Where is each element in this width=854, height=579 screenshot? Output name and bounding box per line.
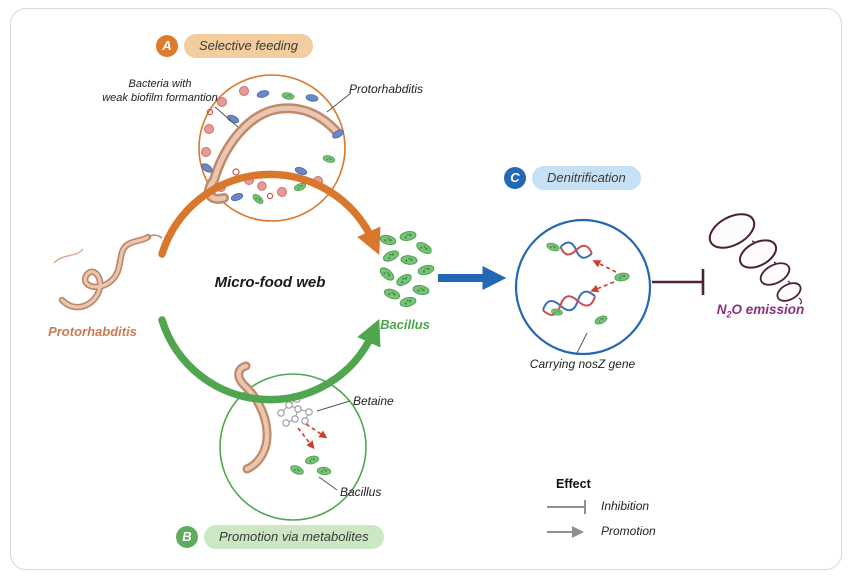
n2o-emission-label: N2O emission <box>703 302 818 320</box>
inhibition-connector <box>652 269 705 295</box>
panel-b-title: Promotion via metabolites <box>204 525 384 549</box>
legend-inhibition-symbol <box>547 500 586 514</box>
bacillus-center-label: Bacillus <box>380 317 430 332</box>
biofilm-label-line1: Bacteria with <box>128 78 192 90</box>
nematode-bottom-illustration <box>234 361 272 474</box>
selective-feeding-arc <box>158 170 381 258</box>
dna-illustration <box>542 241 597 316</box>
legend-promotion-label: Promotion <box>601 524 656 538</box>
legend-inhibition-label: Inhibition <box>601 499 650 513</box>
nematode-left-illustration <box>53 233 163 311</box>
promotion-arc <box>158 316 381 404</box>
panel-a-badge: A <box>156 35 178 57</box>
nosz-arrows <box>590 260 617 293</box>
n2o-subscript: 2 <box>726 309 732 320</box>
betaine-label: Betaine <box>353 394 394 408</box>
metabolite-arrows <box>297 423 328 450</box>
micro-food-web-label: Micro-food web <box>214 274 326 291</box>
legend-title: Effect <box>556 477 591 491</box>
n2o-rest: O emission <box>731 302 805 317</box>
betaine-molecule-illustration <box>277 395 313 427</box>
biofilm-bacteria-label: Bacteria with weak biofilm formantion <box>78 78 242 105</box>
panel-c-title: Denitrification <box>532 166 641 190</box>
protorhabditis-top-label: Protorhabditis <box>349 82 424 96</box>
protorhabditis-left-label: Protorhabditis <box>48 324 137 339</box>
nosz-gene-label: Carrying nosZ gene <box>529 357 636 371</box>
denitrification-circle-illustration <box>514 218 652 356</box>
panel-b-badge: B <box>176 526 198 548</box>
annotation-lines <box>214 92 588 491</box>
panel-c-badge: C <box>504 167 526 189</box>
bacillus-bottom-label: Bacillus <box>340 485 382 499</box>
metabolite-circle-illustration <box>219 361 367 521</box>
n2o-n: N <box>716 302 727 317</box>
biofilm-label-line2: weak biofilm formantion <box>102 91 218 104</box>
n2o-balloons-illustration <box>708 213 802 305</box>
panel-a-title: Selective feeding <box>184 34 314 58</box>
bacillus-cluster-illustration <box>377 229 436 309</box>
